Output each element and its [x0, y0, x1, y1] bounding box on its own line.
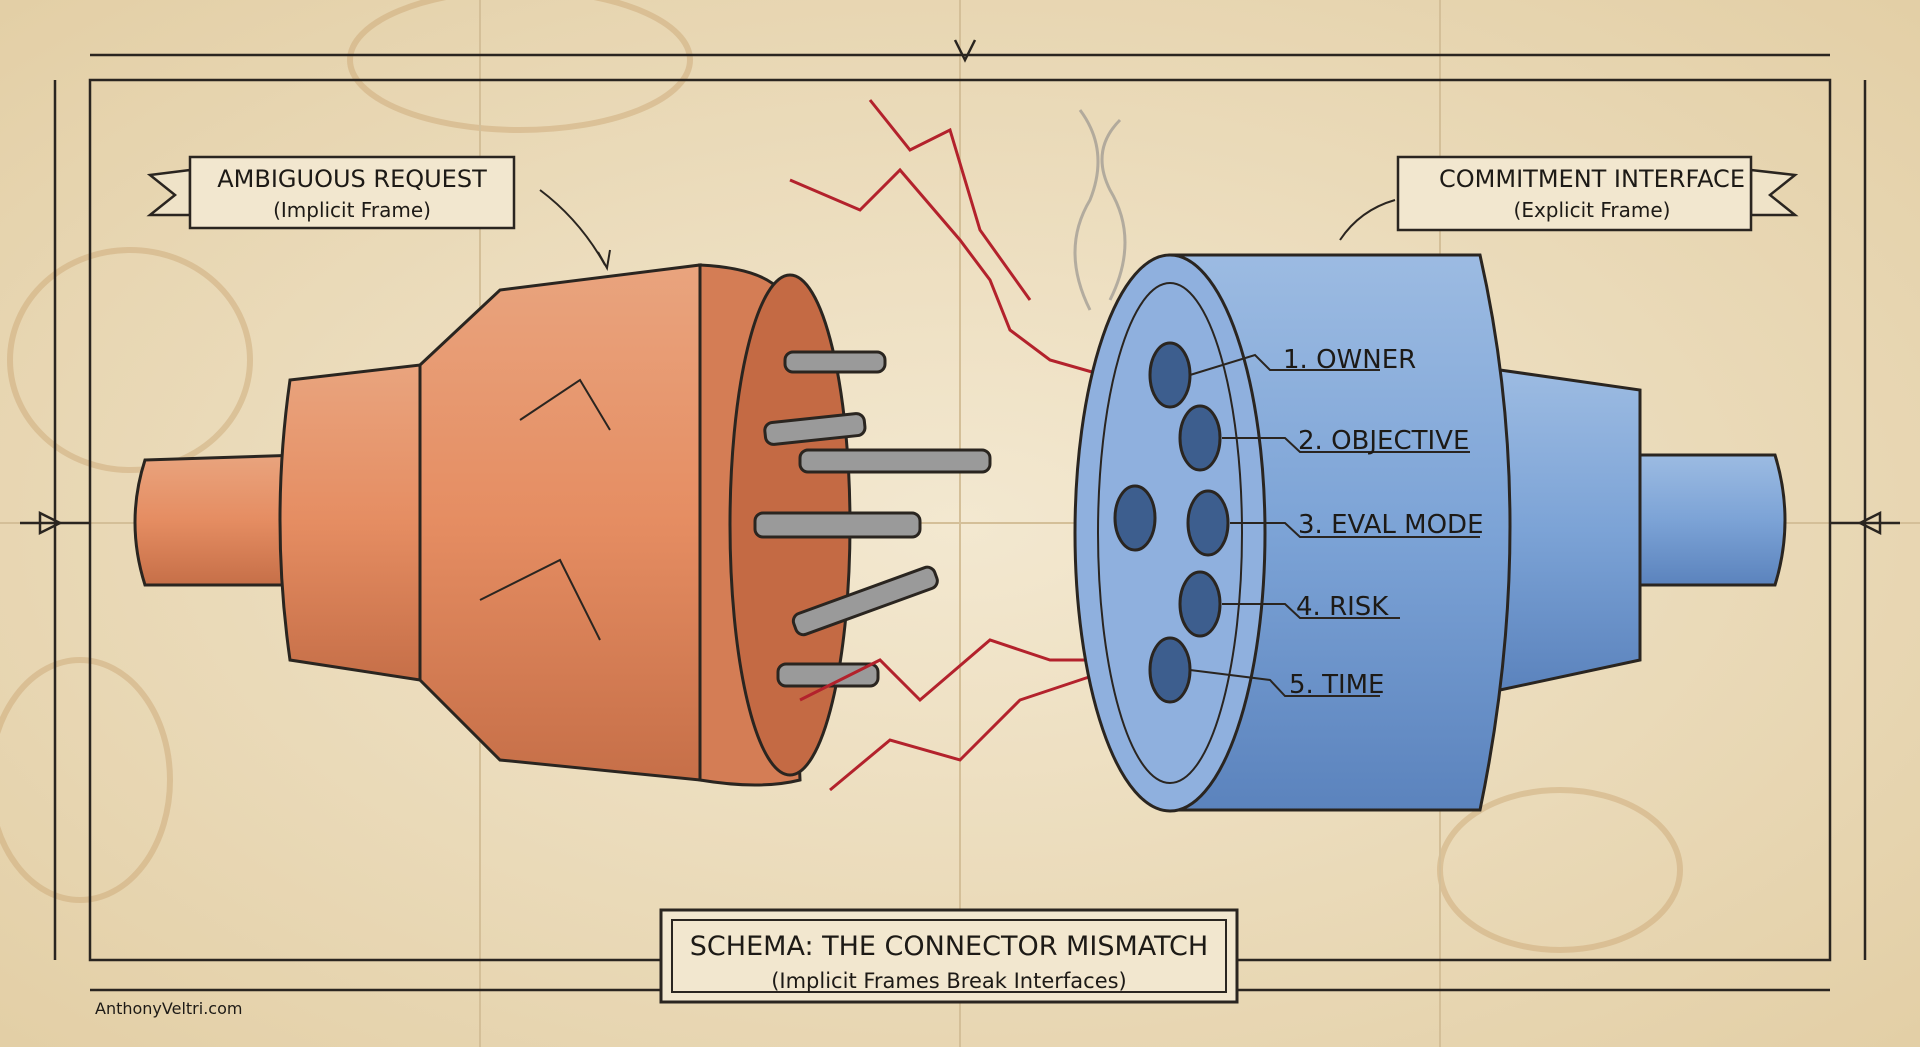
ambiguous-request-connector [133, 263, 992, 787]
title-plate-title: SCHEMA: THE CONNECTOR MISMATCH [690, 931, 1208, 962]
banner-left-subtitle: (Implicit Frame) [273, 198, 431, 222]
spark-cracks [789, 99, 1121, 792]
watermark: AnthonyVeltri.com [95, 999, 242, 1018]
field-label-owner: 1. OWNER [1283, 345, 1416, 375]
field-label-risk: 4. RISK [1296, 592, 1389, 622]
field-label-time: 5. TIME [1289, 670, 1384, 700]
title-plate: SCHEMA: THE CONNECTOR MISMATCH (Implicit… [659, 908, 1239, 1004]
banner-right-subtitle: (Explicit Frame) [1514, 198, 1671, 222]
banner-right-title: COMMITMENT INTERFACE [1439, 165, 1745, 193]
banner-left-title: AMBIGUOUS REQUEST [217, 165, 487, 193]
commitment-interface-connector [1073, 253, 1787, 813]
title-plate-subtitle: (Implicit Frames Break Interfaces) [771, 969, 1127, 993]
smoke [1073, 109, 1127, 311]
field-label-objective: 2. OBJECTIVE [1298, 426, 1469, 456]
banner-commitment-interface: COMMITMENT INTERFACE (Explicit Frame) [1339, 155, 1799, 241]
field-label-eval-mode: 3. EVAL MODE [1298, 510, 1484, 540]
banner-ambiguous-request: AMBIGUOUS REQUEST (Implicit Frame) [146, 155, 611, 271]
interface-field-labels: 1. OWNER 2. OBJECTIVE 3. EVAL MODE 4. RI… [1283, 345, 1484, 700]
